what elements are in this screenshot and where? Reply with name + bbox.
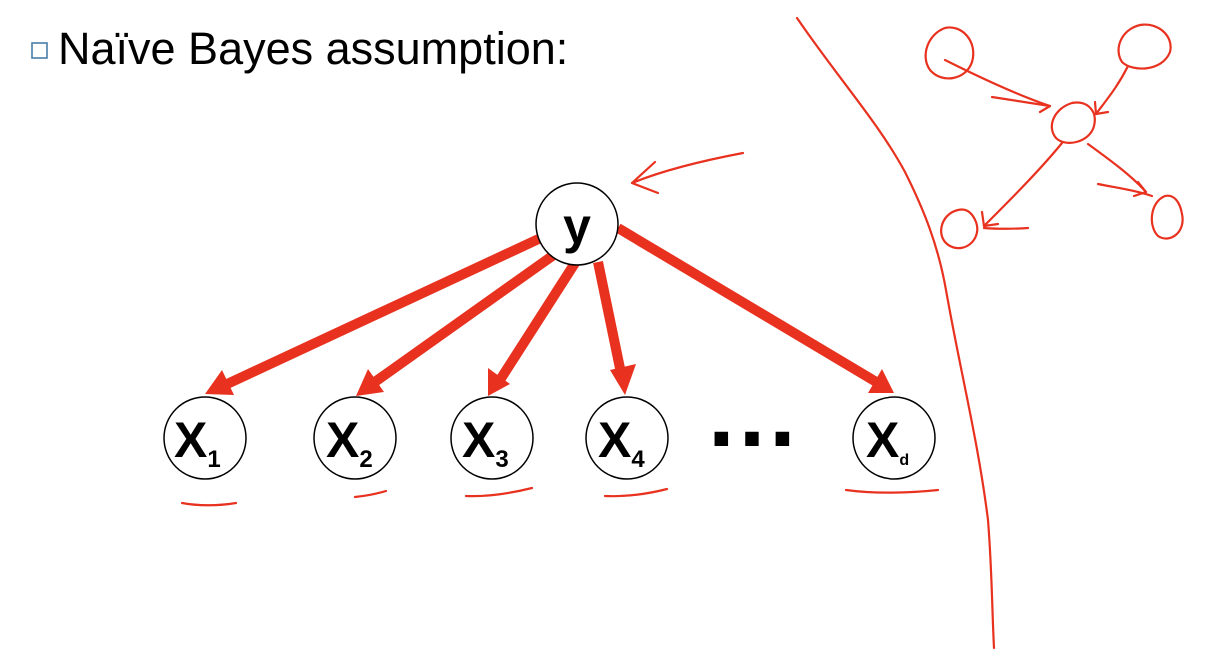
arrow-y-to-x3 <box>488 260 580 396</box>
handwritten-annotations <box>180 16 1184 650</box>
diagram-arrows <box>205 223 894 396</box>
underline-x3 <box>464 486 534 498</box>
node-xd: Xd <box>852 396 936 480</box>
bullet-item: Naïve Bayes assumption: <box>31 23 568 74</box>
node-xd-label: Xd <box>866 412 909 469</box>
node-x4-label: X4 <box>598 412 645 473</box>
arrow-y-to-x4 <box>593 260 636 395</box>
sketch-graph <box>924 23 1184 250</box>
node-x2: X2 <box>313 396 397 480</box>
node-x4: X4 <box>585 396 669 480</box>
arrow-y-to-x2 <box>356 249 558 396</box>
underline-xd <box>844 488 940 494</box>
node-x2-label: X2 <box>326 412 373 473</box>
arrow-y-to-x1 <box>205 231 548 395</box>
divider-curve <box>795 16 996 650</box>
sketch-node-center <box>1050 101 1096 144</box>
node-y-label: y <box>563 198 591 254</box>
underline-x4 <box>603 487 669 498</box>
node-x3: X3 <box>450 396 534 480</box>
ellipsis: … <box>704 360 800 467</box>
node-x3-label: X3 <box>462 412 509 473</box>
node-x1: X1 <box>163 396 247 480</box>
node-x1-label: X1 <box>174 412 221 473</box>
bullet-square-icon <box>31 42 48 59</box>
sketch-node-bottom-right <box>1150 194 1184 240</box>
underline-x1 <box>180 501 238 507</box>
arrow-y-to-xd <box>615 223 894 393</box>
sketch-node-top-right <box>1117 23 1172 70</box>
sketch-node-bottom-left <box>940 208 979 250</box>
node-y: y <box>535 182 619 266</box>
pointer-arrow-to-y <box>630 151 745 185</box>
bullet-text: Naïve Bayes assumption: <box>58 23 568 74</box>
sketch-node-top-left <box>924 26 975 80</box>
underline-x2 <box>353 489 388 499</box>
